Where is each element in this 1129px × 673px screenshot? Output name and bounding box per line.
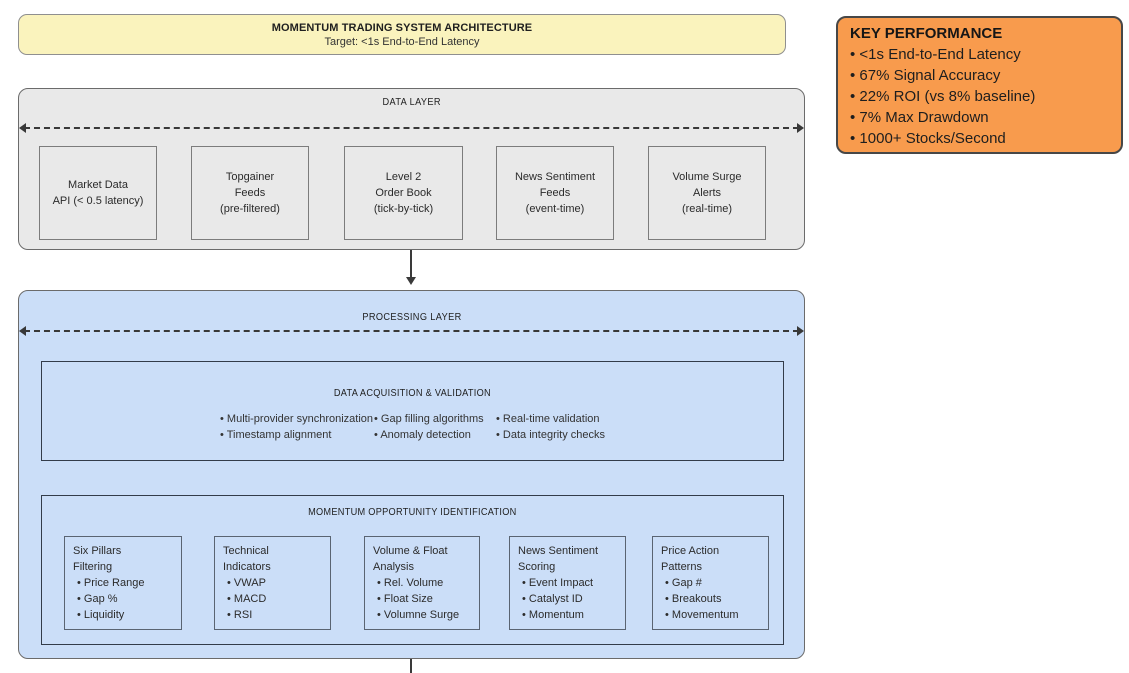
node-technical-indicators: Technical Indicators VWAP MACD RSI [214, 536, 331, 630]
node-title-line: Analysis [373, 561, 414, 573]
acquisition-item: Multi-provider synchronization [220, 411, 373, 427]
node-bullet: Volumne Surge [373, 607, 473, 623]
data-layer-span-arrow [19, 123, 804, 133]
node-line: Topgainer [225, 171, 275, 183]
kpi-item-roi: 22% ROI (vs 8% baseline) [850, 86, 1109, 107]
node-line: (real-time) [681, 203, 733, 215]
data-layer: DATA LAYER Market Data API (< 0.5 latenc… [18, 88, 805, 250]
node-line: API (< 0.5 latency) [52, 195, 144, 207]
acquisition-column-2: Gap filling algorithms Anomaly detection [374, 411, 484, 443]
node-volume-float-analysis: Volume & Float Analysis Rel. Volume Floa… [364, 536, 480, 630]
processing-layer-label: PROCESSING LAYER [361, 312, 462, 323]
node-bullet: Price Range [73, 575, 175, 591]
node-level2-order-book: Level 2 Order Book (tick-by-tick) [344, 146, 463, 240]
data-to-processing-arrow [406, 250, 415, 285]
acquisition-item: Anomaly detection [374, 427, 484, 443]
node-line: Feeds [539, 187, 571, 199]
data-acquisition-section: DATA ACQUISITION & VALIDATION Multi-prov… [41, 361, 784, 461]
data-layer-label: DATA LAYER [382, 97, 441, 108]
kpi-item-drawdown: 7% Max Drawdown [850, 107, 1109, 128]
node-title-line: Price Action [661, 545, 720, 557]
node-bullet: Rel. Volume [373, 575, 473, 591]
node-news-sentiment-feeds: News Sentiment Feeds (event-time) [496, 146, 614, 240]
kpi-title: KEY PERFORMANCE [850, 25, 1003, 42]
acquisition-item: Timestamp alignment [220, 427, 373, 443]
kpi-item-latency: <1s End-to-End Latency [850, 44, 1109, 65]
node-bullet: Gap # [661, 575, 762, 591]
processing-output-connector [410, 659, 412, 673]
node-line: (tick-by-tick) [373, 203, 434, 215]
node-price-action-patterns: Price Action Patterns Gap # Breakouts Mo… [652, 536, 769, 630]
node-bullet: Catalyst ID [518, 591, 619, 607]
node-line: News Sentiment [514, 171, 596, 183]
node-line: Alerts [692, 187, 722, 199]
node-bullet: MACD [223, 591, 324, 607]
node-line: (pre-filtered) [220, 203, 280, 215]
acquisition-item: Data integrity checks [496, 427, 605, 443]
node-line: Feeds [234, 187, 266, 199]
node-title-line: Filtering [73, 561, 113, 573]
processing-layer-span-arrow [19, 326, 804, 336]
node-title-line: Patterns [661, 561, 702, 573]
title-box: MOMENTUM TRADING SYSTEM ARCHITECTURE Tar… [18, 14, 786, 55]
node-line: Level 2 [385, 171, 422, 183]
node-line: (event-time) [525, 203, 585, 215]
acquisition-column-1: Multi-provider synchronization Timestamp… [220, 411, 373, 443]
node-bullet: Liquidity [73, 607, 175, 623]
node-bullet: Event Impact [518, 575, 619, 591]
node-news-sentiment-scoring: News Sentiment Scoring Event Impact Cata… [509, 536, 626, 630]
node-bullet: Gap % [73, 591, 175, 607]
node-title-line: Volume & Float [373, 545, 448, 557]
node-title-line: Technical [223, 545, 269, 557]
node-volume-surge-alerts: Volume Surge Alerts (real-time) [648, 146, 766, 240]
node-line: Order Book [375, 187, 432, 199]
node-bullet: RSI [223, 607, 324, 623]
kpi-item-throughput: 1000+ Stocks/Second [850, 128, 1109, 149]
momentum-identification-section: MOMENTUM OPPORTUNITY IDENTIFICATION Six … [41, 495, 784, 645]
node-title-line: Six Pillars [73, 545, 122, 557]
node-bullet: VWAP [223, 575, 324, 591]
node-six-pillars-filtering: Six Pillars Filtering Price Range Gap % … [64, 536, 182, 630]
node-market-data-api: Market Data API (< 0.5 latency) [39, 146, 157, 240]
node-bullet: Movementum [661, 607, 762, 623]
node-topgainer-feeds: Topgainer Feeds (pre-filtered) [191, 146, 309, 240]
node-title-line: News Sentiment [518, 545, 599, 557]
acquisition-item: Gap filling algorithms [374, 411, 484, 427]
processing-layer: PROCESSING LAYER DATA ACQUISITION & VALI… [18, 290, 805, 659]
key-performance-panel: KEY PERFORMANCE <1s End-to-End Latency 6… [836, 16, 1123, 154]
node-bullet: Momentum [518, 607, 619, 623]
kpi-item-accuracy: 67% Signal Accuracy [850, 65, 1109, 86]
node-bullet: Float Size [373, 591, 473, 607]
node-bullet: Breakouts [661, 591, 762, 607]
data-acquisition-title: DATA ACQUISITION & VALIDATION [333, 388, 492, 399]
acquisition-column-3: Real-time validation Data integrity chec… [496, 411, 605, 443]
node-title-line: Indicators [223, 561, 271, 573]
diagram-title: MOMENTUM TRADING SYSTEM ARCHITECTURE [271, 21, 533, 34]
diagram-subtitle: Target: <1s End-to-End Latency [324, 35, 480, 48]
node-line: Volume Surge [672, 171, 742, 183]
acquisition-item: Real-time validation [496, 411, 605, 427]
node-title-line: Scoring [518, 561, 556, 573]
momentum-identification-title: MOMENTUM OPPORTUNITY IDENTIFICATION [308, 507, 517, 518]
node-line: Market Data [68, 179, 128, 191]
